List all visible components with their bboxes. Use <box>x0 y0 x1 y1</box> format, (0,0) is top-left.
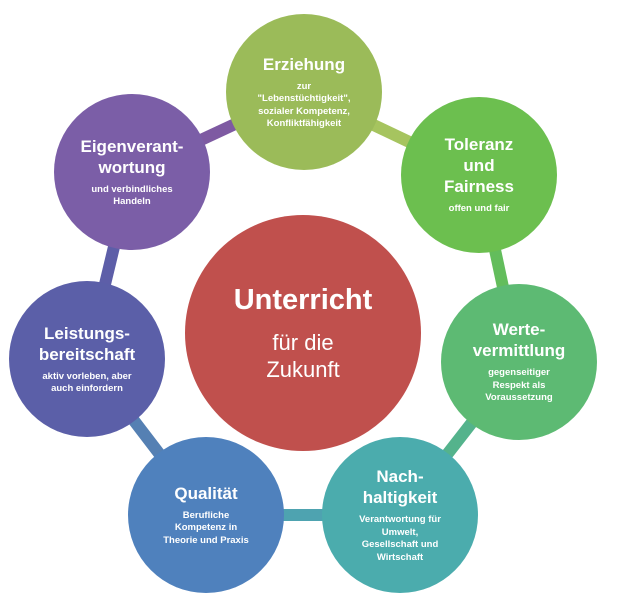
node-leistungsbereitschaft-desc: aktiv vorleben, aber auch einfordern <box>42 370 132 395</box>
connector-erziehung-toleranz <box>368 118 415 149</box>
node-eigenverantwortung: Eigenverant- wortung und verbindliches H… <box>54 94 210 250</box>
connector-qualitaet-leistungsbereitschaft <box>127 414 166 460</box>
node-wertevermittlung-title: Werte- vermittlung <box>472 320 566 361</box>
node-nachhaltigkeit-title: Nach- haltigkeit <box>362 467 438 507</box>
node-eigenverantwortung-title: Eigenverant- wortung <box>80 136 184 177</box>
node-qualitaet-desc: Berufliche Kompetenz in Theorie und Prax… <box>163 509 249 546</box>
node-nachhaltigkeit-desc: Verantwortung für Umwelt, Gesellschaft u… <box>359 514 441 563</box>
node-erziehung: Erziehung zur "Lebenstüchtigkeit", sozia… <box>226 14 382 170</box>
node-toleranz-title: Toleranz und Fairness <box>444 135 514 197</box>
node-nachhaltigkeit: Nach- haltigkeit Verantwortung für Umwel… <box>322 437 478 593</box>
node-eigenverantwortung-desc: und verbindliches Handeln <box>91 183 173 208</box>
center-subtitle: für die Zukunft <box>266 330 340 382</box>
node-wertevermittlung: Werte- vermittlung gegenseitiger Respekt… <box>441 284 597 440</box>
connector-toleranz-wertevermittlung <box>488 246 510 291</box>
center-title: Unterricht <box>233 284 373 316</box>
node-toleranz-desc: offen und fair <box>448 203 510 215</box>
node-qualitaet: Qualität Berufliche Kompetenz in Theorie… <box>128 437 284 593</box>
node-leistungsbereitschaft: Leistungs- bereitschaft aktiv vorleben, … <box>9 281 165 437</box>
node-wertevermittlung-desc: gegenseitiger Respekt als Voraussetzung <box>485 367 553 404</box>
connector-eigenverantwortung-erziehung <box>196 117 240 147</box>
node-erziehung-desc: zur "Lebenstüchtigkeit", sozialer Kompet… <box>257 80 351 130</box>
node-leistungsbereitschaft-title: Leistungs- bereitschaft <box>38 323 136 364</box>
connector-leistungsbereitschaft-eigenverantwortung <box>98 242 121 289</box>
center-circle-unterricht: Unterricht für die Zukunft <box>185 215 421 451</box>
connector-wertevermittlung-nachhaltigkeit <box>440 416 479 461</box>
node-erziehung-title: Erziehung <box>262 54 346 74</box>
node-qualitaet-title: Qualität <box>174 483 238 503</box>
node-toleranz: Toleranz und Fairness offen und fair <box>401 97 557 253</box>
